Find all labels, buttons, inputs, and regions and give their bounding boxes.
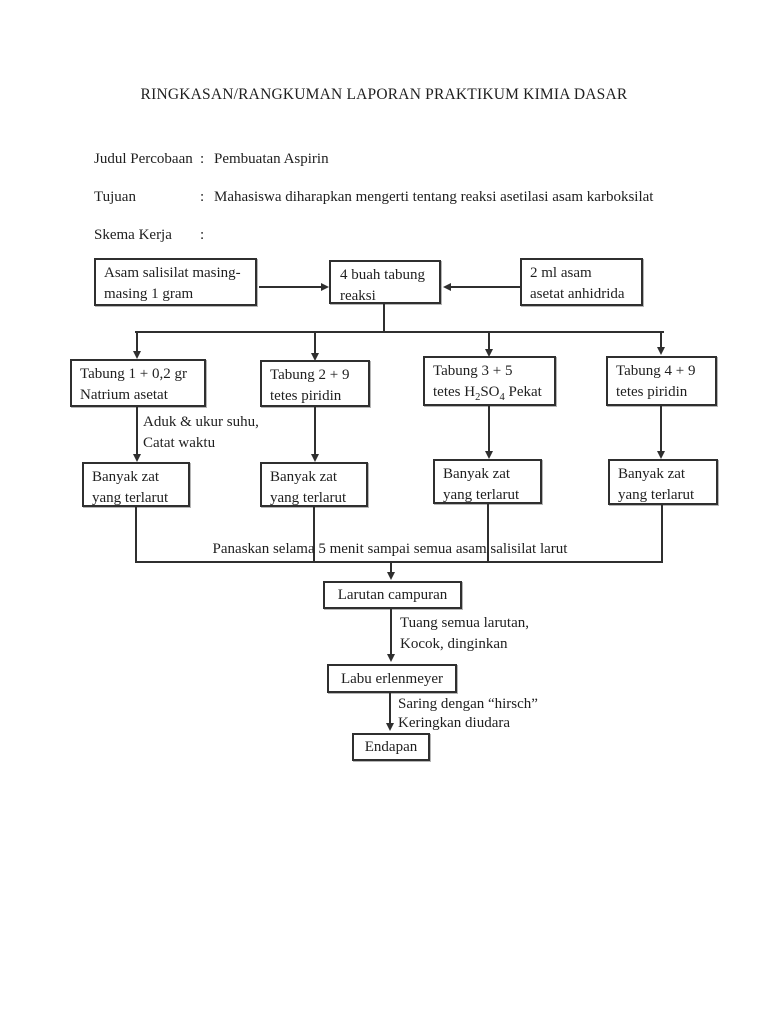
field-value: Pembuatan Aspirin (214, 151, 329, 167)
node-text-line: Banyak zat (92, 469, 160, 485)
field-judul-percobaan: Judul Percobaan: Pembuatan Aspirin (94, 151, 329, 168)
node-text-line: Tabung 4 + 9 (616, 363, 696, 379)
node-text-line: yang terlarut (270, 490, 347, 506)
node-text-line: Labu erlenmeyer (340, 670, 444, 687)
connector-tube3-down (488, 406, 490, 452)
field-separator: : (200, 227, 205, 243)
connector-tube4-down (660, 406, 662, 452)
annotation-pour: Tuang semua larutan, (400, 615, 530, 631)
connector-distribution-line (135, 331, 664, 333)
arrow-down-icon (387, 572, 395, 580)
annotation-stir: Catat waktu (143, 435, 216, 451)
node-text-line: masing 1 gram (104, 286, 194, 302)
arrow-down-icon (485, 349, 493, 357)
node-4-buah-tabung-reaksi: 4 buah tabung reaksi (329, 260, 441, 304)
node-tabung-1: Tabung 1 + 0,2 gr Natrium asetat (70, 359, 206, 407)
node-labu-erlenmeyer: Labu erlenmeyer (327, 664, 457, 693)
page-title: RINGKASAN/RANGKUMAN LAPORAN PRAKTIKUM KI… (140, 86, 628, 103)
node-text-line: Tabung 1 + 0,2 gr (80, 366, 187, 382)
connector-branch-1 (136, 331, 138, 352)
connector-tubes-stem (383, 304, 385, 332)
node-text-line: yang terlarut (92, 490, 169, 506)
connector-tube1-down (136, 407, 138, 455)
field-value: Mahasiswa diharapkan mengerti tentang re… (214, 189, 654, 205)
connector-branch-3 (488, 331, 490, 350)
subscript: 4 (499, 392, 505, 403)
node-text-line: 2 ml asam (530, 265, 592, 281)
connector-branch-4 (660, 331, 662, 348)
subscript: 2 (475, 392, 481, 403)
node-banyak-zat-3: Banyak zat yang terlarut (433, 459, 542, 504)
node-text-line: tetes piridin (270, 388, 342, 404)
arrow-down-icon (657, 347, 665, 355)
annotation-pour: Kocok, dinginkan (400, 636, 508, 652)
field-tujuan: Tujuan: Mahasiswa diharapkan mengerti ten… (94, 189, 653, 206)
field-separator: : (200, 151, 205, 167)
arrow-left-icon (443, 283, 451, 291)
arrow-down-icon (133, 454, 141, 462)
arrow-down-icon (311, 454, 319, 462)
annotation-filter: Keringkan diudara (398, 715, 511, 731)
node-text-line: Banyak zat (270, 469, 338, 485)
node-text-line: asetat anhidrida (530, 286, 625, 302)
connector-join-1 (135, 507, 137, 563)
node-text-line: Natrium asetat (80, 387, 168, 403)
arrow-down-icon (133, 351, 141, 359)
node-asam-salisilat: Asam salisilat masing- masing 1 gram (94, 258, 257, 306)
node-asam-asetat-anhidrida: 2 ml asam asetat anhidrida (520, 258, 643, 306)
node-text-line: Asam salisilat masing- (104, 265, 241, 281)
node-text-line: yang terlarut (618, 487, 695, 503)
node-text-line: Larutan campuran (337, 587, 448, 603)
node-text-line: Banyak zat (618, 466, 686, 482)
node-text-line: reaksi (340, 288, 376, 304)
node-text-line: Endapan (364, 739, 418, 755)
node-banyak-zat-2: Banyak zat yang terlarut (260, 462, 368, 507)
connector-merge-line (135, 561, 663, 563)
connector-flask-down (389, 693, 391, 724)
connector-tube2-down (314, 407, 316, 455)
node-text-line: Tabung 2 + 9 (270, 367, 350, 383)
node-tabung-3: Tabung 3 + 5 tetes H2SO4 Pekat (423, 356, 556, 406)
arrow-down-icon (387, 654, 395, 662)
annotation-stir: Aduk & ukur suhu, (143, 414, 259, 430)
node-larutan-campuran: Larutan campuran (323, 581, 462, 609)
node-text-line: yang terlarut (443, 487, 520, 503)
annotation-heat: Panaskan selama 5 menit sampai semua asa… (212, 541, 568, 557)
field-separator: : (200, 189, 205, 205)
field-label: Tujuan (94, 189, 136, 205)
node-text-line: 4 buah tabung (340, 267, 425, 283)
node-text-line: Tabung 3 + 5 (433, 363, 513, 379)
arrow-down-icon (657, 451, 665, 459)
arrow-down-icon (311, 353, 319, 361)
node-text-line: tetes piridin (616, 384, 688, 400)
node-tabung-2: Tabung 2 + 9 tetes piridin (260, 360, 370, 407)
arrow-right-icon (321, 283, 329, 291)
node-tabung-4: Tabung 4 + 9 tetes piridin (606, 356, 717, 406)
connector-salicylic-to-tubes (259, 286, 323, 288)
connector-join-2 (313, 507, 315, 563)
annotation-filter: Saring dengan “hirsch” (398, 696, 538, 712)
node-banyak-zat-4: Banyak zat yang terlarut (608, 459, 718, 505)
connector-mixture-down (390, 609, 392, 655)
node-banyak-zat-1: Banyak zat yang terlarut (82, 462, 190, 507)
node-text-line: tetes H2SO4 Pekat (433, 384, 542, 403)
field-label: Judul Percobaan (94, 151, 193, 167)
connector-merge-down (390, 563, 392, 573)
node-endapan: Endapan (352, 733, 430, 761)
connector-join-3 (487, 504, 489, 563)
connector-join-4 (661, 505, 663, 563)
node-text-line: Banyak zat (443, 466, 511, 482)
connector-anhydride-to-tubes (451, 286, 520, 288)
arrow-down-icon (386, 723, 394, 731)
field-label: Skema Kerja (94, 227, 172, 243)
field-skema-kerja: Skema Kerja: (94, 227, 214, 244)
arrow-down-icon (485, 451, 493, 459)
connector-branch-2 (314, 331, 316, 354)
